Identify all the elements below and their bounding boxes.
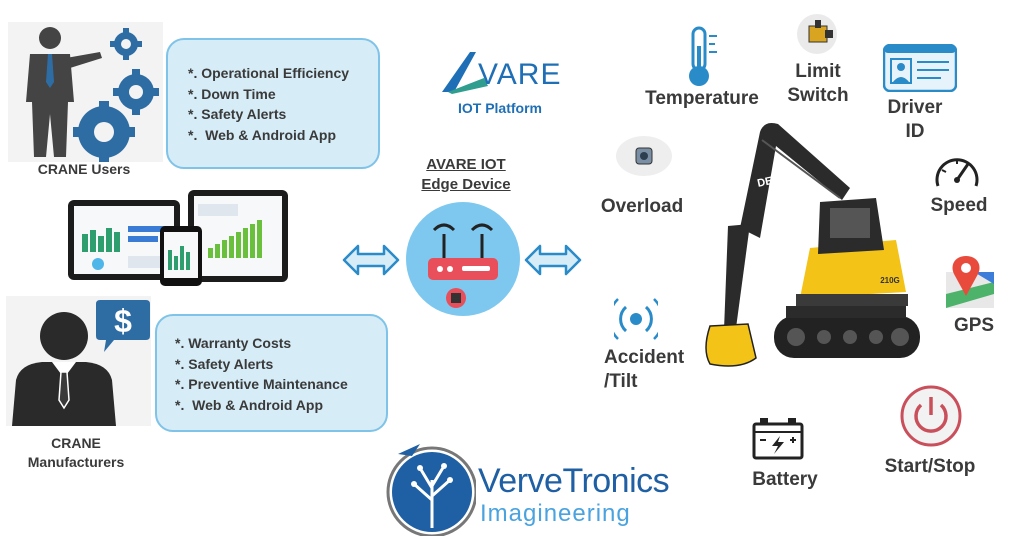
benefit-item: *. Web & Android App [175, 396, 324, 413]
crane-users-benefits-box: *. Operational Efficiency *. Down Time *… [166, 38, 380, 169]
vervetronics-tagline: Imagineering [480, 500, 631, 527]
limit-switch-icon [797, 14, 837, 54]
driver-id-label-line2: ID [905, 121, 925, 142]
excavator-model-label: 210G [880, 276, 900, 285]
vervetronics-logo-icon [386, 444, 476, 536]
edge-device-title-line2: Edge Device [421, 176, 511, 193]
gps-map-pin-icon [946, 256, 994, 308]
crane-users-label: CRANE Users [37, 161, 131, 177]
dashboard-devices-image [68, 190, 288, 286]
start-stop-label: Start/Stop [884, 456, 976, 477]
gps-label: GPS [953, 315, 995, 336]
limit-switch-label: Limit Switch [782, 60, 854, 108]
limit-switch-label-line1: Limit [795, 61, 841, 82]
crane-manufacturer-figure: $ [6, 296, 151, 426]
dollar-speech-bubble-icon [96, 300, 150, 352]
driver-id-card-icon [883, 44, 957, 92]
battery-icon [752, 418, 804, 460]
edge-device-router-icon [406, 202, 520, 316]
speed-label: Speed [930, 195, 988, 216]
right-double-arrow [524, 244, 582, 276]
power-button-icon [900, 385, 962, 447]
crane-manufacturers-label-line2: Manufacturers [27, 454, 125, 470]
temperature-label: Temperature [645, 88, 759, 109]
left-double-arrow [342, 244, 400, 276]
benefit-item: *. Safety Alerts [188, 106, 287, 122]
benefit-item: *. Down Time [188, 85, 276, 102]
limit-switch-label-line2: Switch [787, 85, 849, 106]
speedometer-icon [935, 158, 979, 187]
driver-id-label-line1: Driver [887, 97, 943, 118]
excavator-image [705, 123, 920, 367]
benefit-item: *. Preventive Maintenance [175, 376, 348, 392]
avare-logo-icon [442, 52, 488, 94]
thermometer-icon [689, 26, 717, 86]
overload-label: Overload [600, 196, 684, 217]
crane-manufacturers-label-line1: CRANE [51, 435, 101, 451]
crane-manufacturers-benefits-box: *. Warranty Costs *. Safety Alerts *. Pr… [155, 314, 388, 432]
accident-tilt-label-line2: /Tilt [604, 371, 638, 392]
load-sensor-icon [616, 136, 672, 176]
benefit-item: *. Web & Android App [188, 126, 337, 143]
benefit-item: *. Operational Efficiency [188, 65, 350, 81]
crane-manufacturers-label: CRANE Manufacturers [16, 434, 136, 472]
crane-user-figure [8, 22, 163, 162]
benefit-item: *. Warranty Costs [175, 335, 292, 351]
svg-text:$: $ [114, 303, 132, 339]
edge-device-title-line1: AVARE IOT [426, 156, 506, 173]
accident-tilt-label: Accident /Tilt [604, 346, 696, 394]
avare-logo-text: VARE [478, 58, 562, 91]
edge-device-title: AVARE IOT Edge Device [404, 155, 528, 195]
accident-tilt-label-line1: Accident [604, 347, 685, 368]
benefit-item: *. Safety Alerts [175, 355, 274, 372]
iot-platform-label: IOT Platform [457, 100, 542, 116]
vibration-sensor-icon [614, 298, 658, 340]
vervetronics-name: VerveTronics [478, 462, 670, 500]
battery-label: Battery [752, 469, 818, 490]
gear-icon [78, 32, 154, 158]
driver-id-label: Driver ID [880, 96, 950, 144]
